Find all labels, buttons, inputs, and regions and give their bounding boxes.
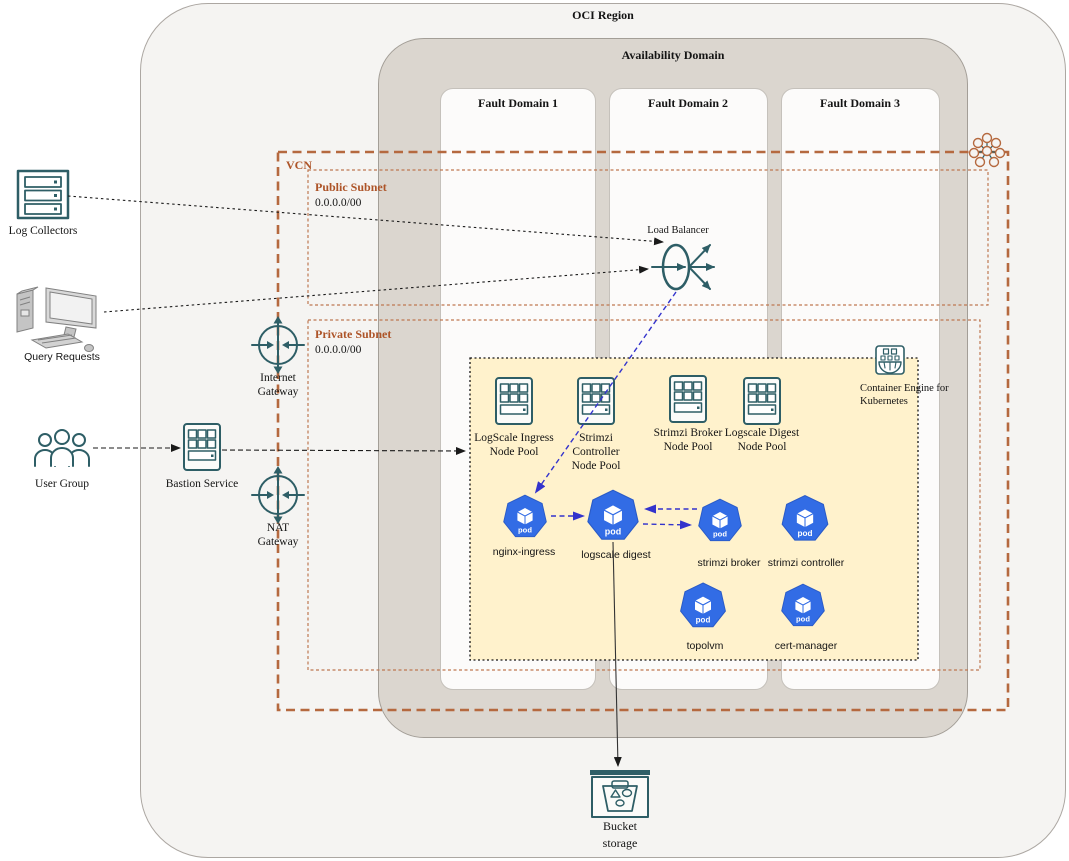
- load-balancer-icon: [651, 243, 715, 291]
- fault-domain-1-title: Fault Domain 1: [477, 96, 559, 110]
- logscale-ingress-node-pool-label: LogScale Ingress Node Pool: [474, 432, 554, 458]
- pod-badge: pod: [798, 529, 813, 538]
- pod-strimzi-controller: pod: [781, 495, 829, 541]
- arrows: [67, 195, 697, 767]
- strimzi-broker-node-pool-label: Strimzi Broker Node Pool: [653, 427, 723, 453]
- internet-gateway-icon: [251, 315, 305, 375]
- load-balancer-label: Load Balancer: [647, 225, 709, 236]
- logscale-digest-node-pool-label: Logscale Digest Node Pool: [724, 427, 800, 453]
- bucket-storage-label: Bucket storage: [602, 819, 638, 850]
- strimzi-controller-node-pool-label: Strimzi Controller Node Pool: [571, 432, 621, 472]
- internet-gateway-label: Internet Gateway: [257, 372, 299, 398]
- private-subnet-boundary: [307, 319, 981, 671]
- query-requests-label: Query Requests: [24, 351, 100, 363]
- pod-cert-manager: pod: [781, 583, 825, 627]
- pod-badge: pod: [713, 530, 727, 539]
- logscale-ingress-node-pool-icon: [495, 377, 533, 425]
- pod-badge: pod: [696, 616, 711, 625]
- strimzi-controller-node-pool-icon: [577, 377, 615, 425]
- container-engine-label: Container Engine for Kubernetes: [860, 383, 949, 407]
- bastion-service-icon: [183, 423, 221, 471]
- pod-strimzi-broker: pod: [698, 498, 742, 542]
- pod-cert-manager-label: cert-manager: [774, 640, 838, 652]
- pod-topolvm-label: topolvm: [686, 640, 724, 652]
- pod-strimzi-broker-label: strimzi broker: [697, 557, 761, 569]
- user-group-label: User Group: [35, 478, 89, 490]
- arrow-bastion-to-cluster: [221, 446, 466, 455]
- fault-domain-3-title: Fault Domain 3: [819, 96, 901, 110]
- arrow-log-collectors-to-lb: [67, 195, 664, 246]
- pod-strimzi-controller-label: strimzi controller: [767, 557, 845, 569]
- logscale-digest-node-pool-icon: [743, 377, 781, 425]
- arrow-lb-to-nginx-ingress: [534, 291, 677, 494]
- public-subnet-label: Public Subnet: [315, 180, 387, 194]
- log-collectors-icon: [16, 169, 70, 220]
- vcn-label: VCN: [286, 158, 312, 172]
- private-subnet-label: Private Subnet: [315, 327, 392, 341]
- bastion-service-label: Bastion Service: [165, 478, 239, 490]
- pod-badge: pod: [796, 615, 810, 624]
- user-group-icon: [34, 429, 90, 467]
- vcn-network-icon: [968, 132, 1006, 168]
- oci-region-title: OCI Region: [572, 8, 634, 22]
- bucket-storage-icon: [590, 770, 650, 818]
- arrow-logscale-digest-to-bucket: [612, 541, 622, 767]
- availability-domain-title: Availability Domain: [621, 48, 725, 62]
- pod-logscale-digest: pod: [587, 489, 639, 540]
- pod-logscale-digest-label: logscale digest: [581, 549, 651, 561]
- vcn-boundary: [276, 150, 1010, 712]
- public-subnet-cidr: 0.0.0.0/00: [315, 197, 362, 209]
- nat-gateway-label: NAT Gateway: [257, 522, 299, 548]
- nat-gateway-icon: [251, 465, 305, 525]
- pod-badge: pod: [605, 526, 621, 536]
- container-engine-icon: [875, 345, 905, 375]
- pod-nginx-ingress: pod: [503, 494, 547, 538]
- pod-topolvm: pod: [680, 582, 726, 628]
- log-collectors-label: Log Collectors: [8, 225, 78, 237]
- pod-nginx-ingress-label: nginx-ingress: [492, 546, 556, 558]
- strimzi-broker-node-pool-icon: [669, 375, 707, 423]
- public-subnet-boundary: [307, 169, 989, 306]
- query-requests-icon: [16, 286, 97, 352]
- pod-badge: pod: [518, 526, 532, 535]
- private-subnet-cidr: 0.0.0.0/00: [315, 344, 362, 356]
- fault-domain-2-title: Fault Domain 2: [647, 96, 729, 110]
